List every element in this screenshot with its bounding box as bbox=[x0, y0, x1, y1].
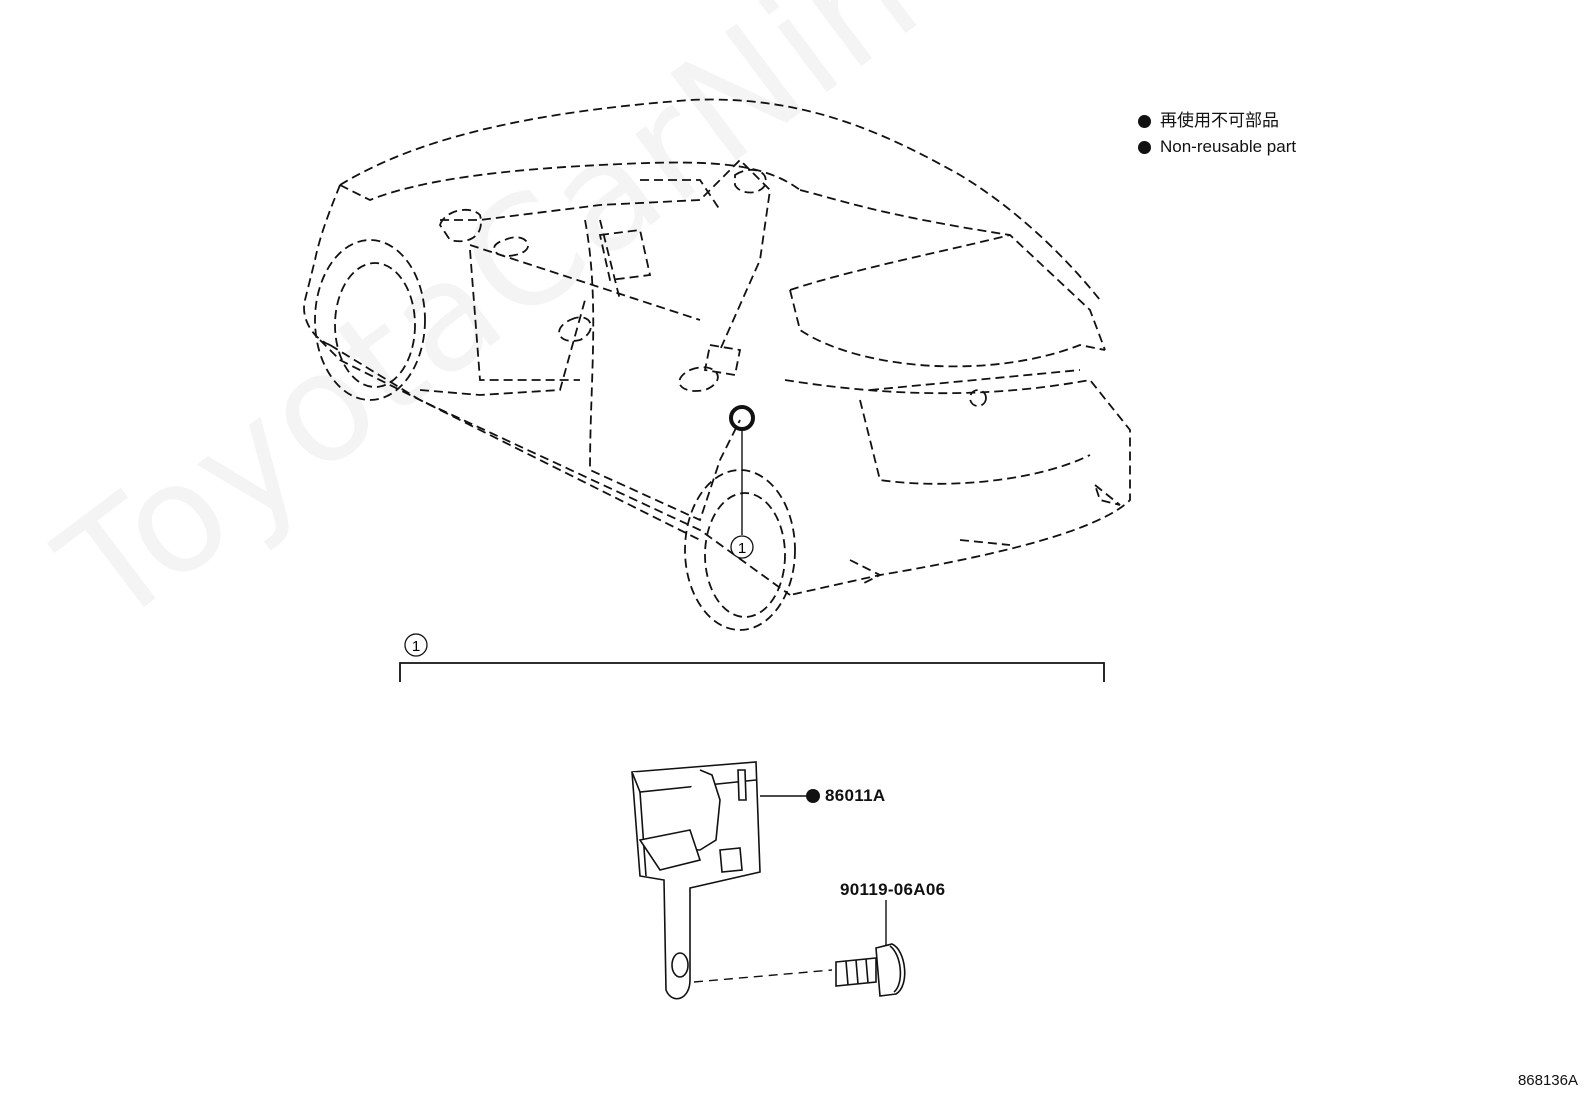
non-reusable-dot bbox=[806, 789, 820, 803]
sensor-location-marker bbox=[729, 405, 755, 431]
legend-en-label: Non-reusable part bbox=[1160, 137, 1297, 156]
part-number-90119: 90119-06A06 bbox=[840, 880, 946, 899]
legend-row-en: Non-reusable part bbox=[1138, 134, 1296, 160]
part-number-86011A: 86011A bbox=[825, 786, 886, 805]
group-callout-number: 1 bbox=[412, 638, 420, 655]
sensor-part-drawing bbox=[631, 761, 761, 1000]
filled-dot-icon bbox=[1138, 114, 1151, 128]
filled-dot-icon bbox=[1138, 140, 1151, 154]
bolt-install-line bbox=[693, 969, 833, 983]
legend: 再使用不可部品 Non-reusable part bbox=[1138, 108, 1296, 160]
legend-jp-label: 再使用不可部品 bbox=[1160, 111, 1279, 130]
vehicle-outline bbox=[303, 98, 1131, 631]
callout-number: 1 bbox=[738, 540, 746, 557]
group-bracket bbox=[399, 662, 1105, 682]
bolt-drawing bbox=[835, 943, 906, 997]
callout-circle bbox=[730, 535, 754, 559]
drawing-id: 868136A bbox=[1517, 1072, 1578, 1089]
group-callout-circle bbox=[404, 633, 428, 657]
legend-row-jp: 再使用不可部品 bbox=[1138, 108, 1296, 134]
